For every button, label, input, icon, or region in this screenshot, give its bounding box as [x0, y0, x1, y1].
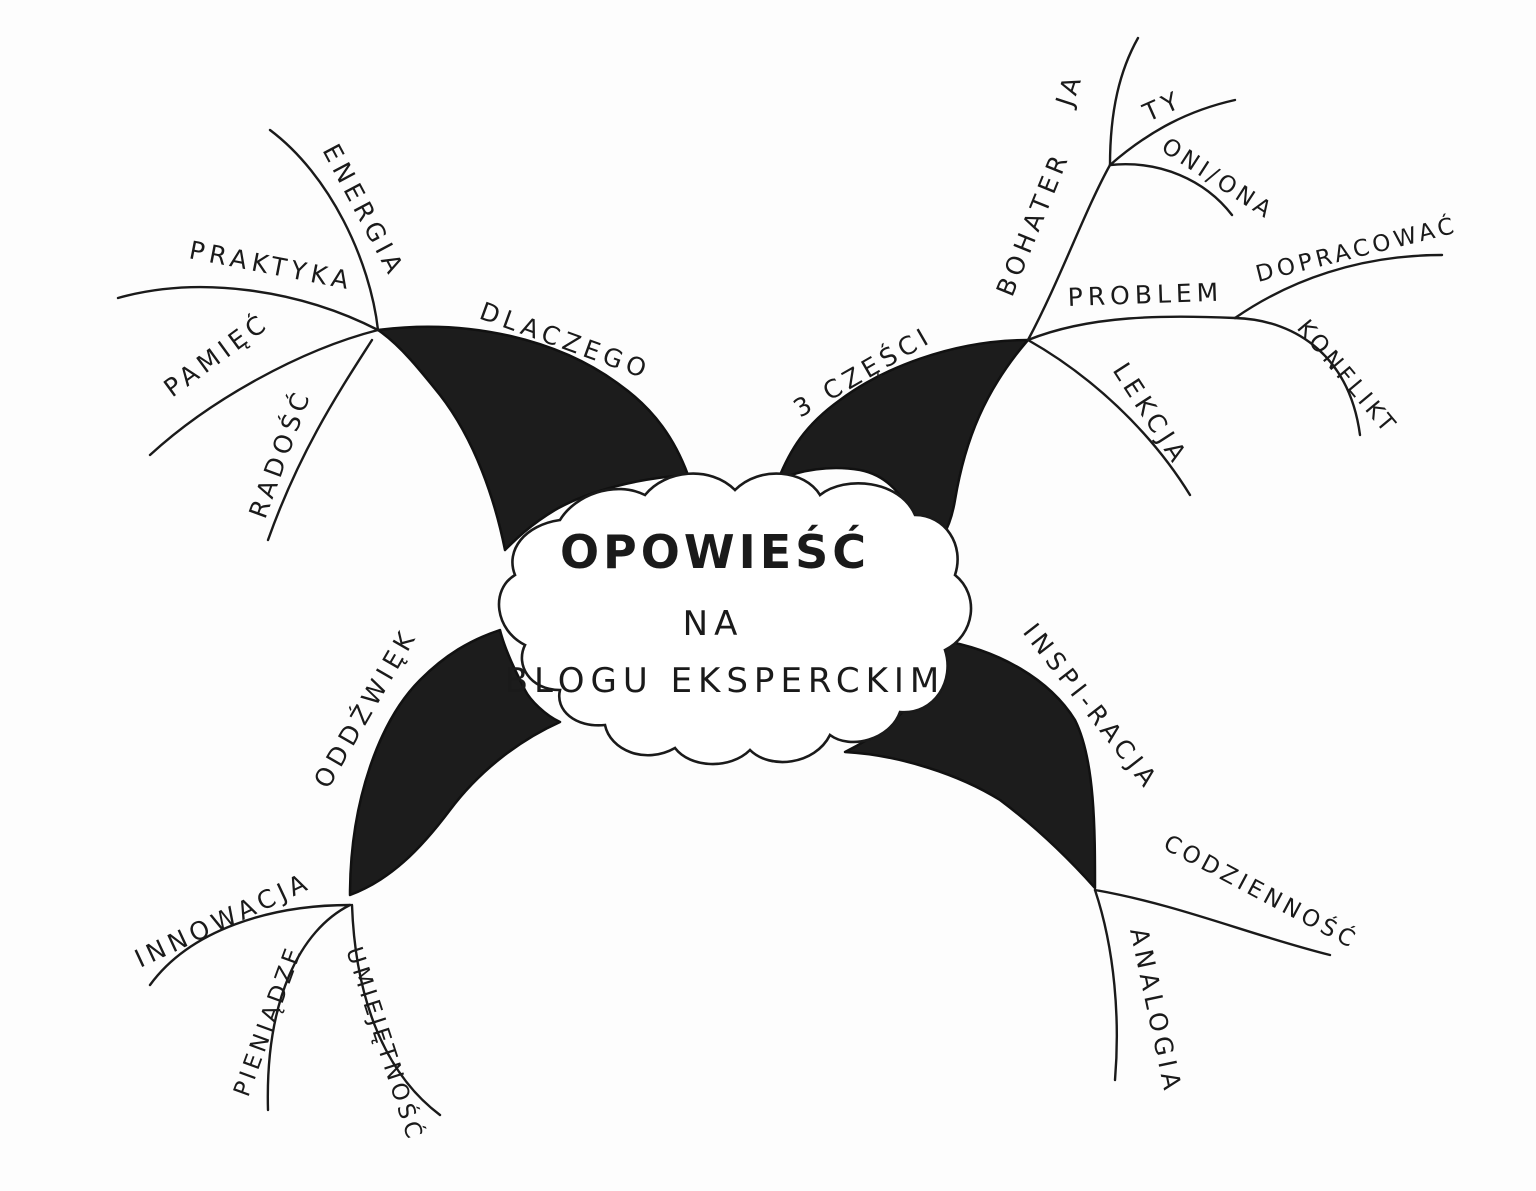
- center-line2: NA: [683, 604, 744, 644]
- branch-oddzwiek-shape: [348, 628, 562, 897]
- label-pamiec: PAMIĘĆ: [158, 306, 275, 402]
- center-title: OPOWIEŚĆ: [560, 525, 870, 579]
- center-cloud: [497, 472, 973, 766]
- label-lekcja: LEKCJA: [1107, 357, 1195, 470]
- trzy-czesci-lines: [1026, 36, 1444, 497]
- inspiracja-lines: [1093, 888, 1332, 1082]
- branch-dlaczego-shape: [376, 325, 690, 552]
- center-line3: BLOGU EKSPERCKIM: [505, 661, 946, 701]
- label-ja: JA: [1050, 69, 1089, 112]
- branch-3-czesci-shape: [776, 338, 1030, 560]
- label-energia: ENERGIA: [317, 139, 411, 282]
- label-problem: PROBLEM: [1067, 278, 1223, 312]
- label-analogia: ANALOGIA: [1124, 925, 1188, 1097]
- label-konflikt: KONFLIKT: [1291, 315, 1402, 440]
- label-dopracowac: DOPRACOWAĆ: [1253, 211, 1461, 288]
- label-umiejetnosc: UMIEJĘTNOŚĆ: [340, 943, 429, 1145]
- oddzwiek-lines: [148, 903, 442, 1117]
- label-ty: TY: [1138, 84, 1188, 127]
- label-bohater: BOHATER: [991, 147, 1076, 300]
- dlaczego-lines: [116, 128, 380, 542]
- label-oni-ona: ONI/ONA: [1157, 133, 1279, 225]
